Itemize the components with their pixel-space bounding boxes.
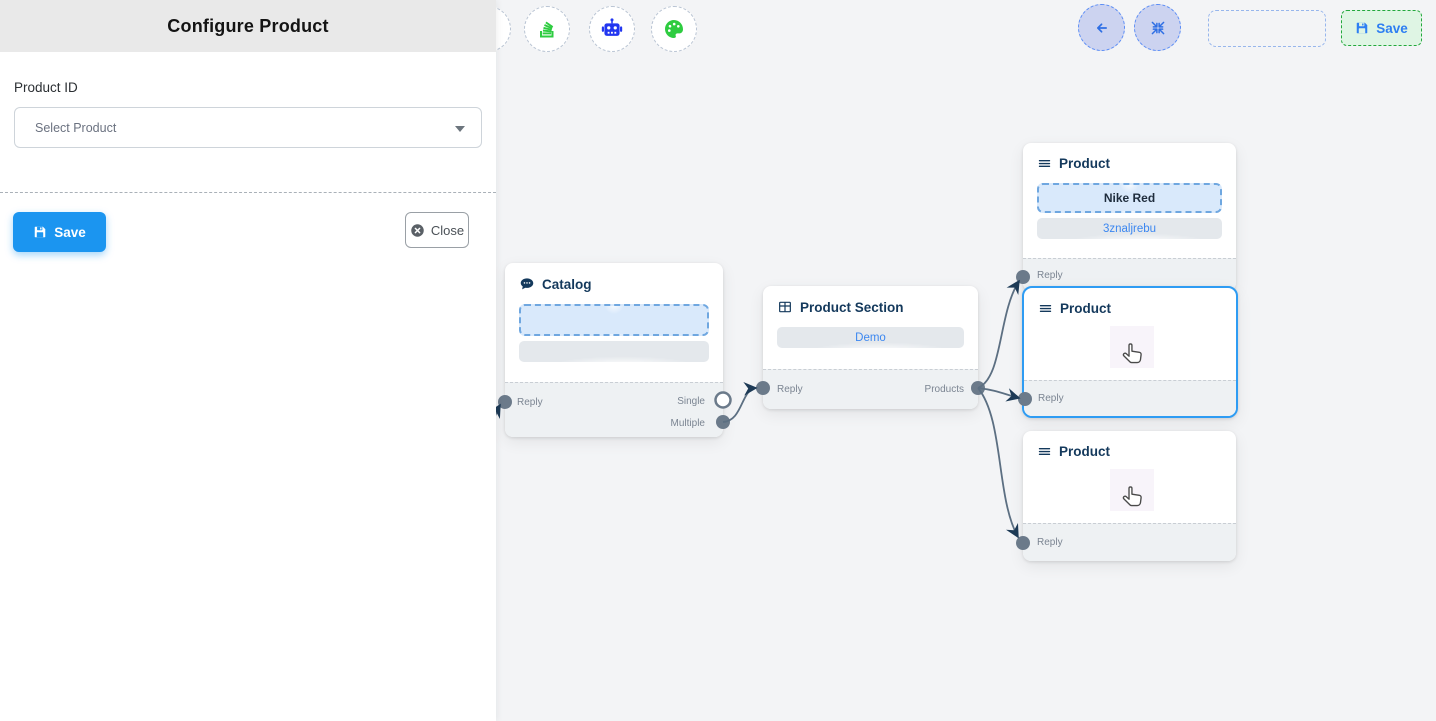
menu-icon [1037,156,1052,171]
page-title: Configure Product [167,15,329,36]
product-section-node-body: Demo [763,321,978,348]
save-button[interactable]: Save [13,212,106,252]
edge-products-to-product-middle [977,387,1021,402]
product-option-nike-red[interactable]: Nike Red [1037,183,1222,213]
panel-header: Configure Product [0,0,496,52]
flow-canvas[interactable]: Save Catalog Reply Single Multiple [496,0,1436,721]
save-icon [1355,21,1369,35]
partial-toolbar-button[interactable] [496,6,511,52]
edge-products-to-product-bottom [977,387,1019,539]
menu-icon [1037,444,1052,459]
product-node-footer: Reply [1023,523,1236,561]
palette-icon [662,17,686,41]
chevron-down-icon [455,126,465,132]
menu-icon [1038,301,1053,316]
product-id-select[interactable]: Select Product [14,107,482,148]
single-port-label: Single [677,396,705,407]
back-arrow-icon [1092,18,1112,38]
multiple-port-label: Multiple [670,418,705,429]
products-port-label: Products [924,384,964,395]
configure-product-panel: Configure Product Product ID Select Prod… [0,0,496,721]
reply-port-label: Reply [1037,537,1063,548]
catalog-option-gray[interactable] [519,341,709,362]
reply-port-label: Reply [777,384,803,395]
save-icon [33,225,47,239]
select-placeholder: Select Product [35,120,117,135]
product-section-option-demo[interactable]: Demo [777,327,964,348]
product-node-header: Product [1023,431,1236,465]
catalog-node-title: Catalog [542,276,592,292]
product-node-top[interactable]: Product Nike Red 3znaljrebu Reply [1023,143,1236,291]
close-button-label: Close [430,222,465,238]
theme-tool-button[interactable] [651,6,697,52]
bot-tool-button[interactable] [589,6,635,52]
close-button[interactable]: Close [405,212,469,248]
product-node-title: Product [1060,301,1112,316]
back-button[interactable] [1078,4,1125,51]
product-section-node[interactable]: Product Section Demo Reply Products [763,286,978,409]
product-node-header: Product [1024,288,1236,322]
product-node-footer: Reply [1023,258,1236,291]
chat-bubble-icon [519,276,535,292]
catalog-node-body [505,298,723,362]
product-id-label: Product ID [14,80,78,95]
product-node-title: Product [1059,156,1111,171]
catalog-tool-button[interactable] [524,6,570,52]
toolbar-placeholder[interactable] [1208,10,1326,47]
canvas-save-button[interactable]: Save [1341,10,1422,46]
reply-port-label: Reply [1037,270,1063,281]
compress-icon [1149,19,1167,37]
panel-divider [0,192,496,193]
product-node-title: Product [1059,444,1111,459]
reply-port-label: Reply [517,397,543,408]
product-section-node-title: Product Section [800,299,904,315]
product-section-node-footer: Reply Products [763,369,978,409]
robot-icon [599,16,625,42]
reply-port-label: Reply [1038,393,1064,404]
catalog-option-slot[interactable] [519,304,709,336]
product-section-node-header: Product Section [763,286,978,321]
catalog-node[interactable]: Catalog Reply Single Multiple [505,263,723,437]
product-node-body: Nike Red 3znaljrebu [1023,177,1236,239]
catalog-node-footer: Reply Single Multiple [505,382,723,437]
grid-icon [777,299,793,315]
product-option-id[interactable]: 3znaljrebu [1037,218,1222,239]
product-node-footer: Reply [1024,380,1236,416]
canvas-save-label: Save [1376,20,1408,36]
edge-products-to-product-top [977,279,1020,389]
edge-into-catalog [496,403,501,420]
hand-cursor-icon [1110,326,1154,368]
product-node-bottom[interactable]: Product Reply [1023,431,1236,561]
stack-icon [535,17,559,41]
edge-catalog-to-product-section [722,381,758,423]
catalog-node-header: Catalog [505,263,723,298]
save-button-label: Save [54,224,86,240]
product-node-middle[interactable]: Product Reply [1022,286,1238,418]
panel-actions: Save Close [0,193,496,263]
close-icon [410,223,425,238]
fit-view-button[interactable] [1134,4,1181,51]
hand-cursor-icon [1110,469,1154,511]
product-node-header: Product [1023,143,1236,177]
